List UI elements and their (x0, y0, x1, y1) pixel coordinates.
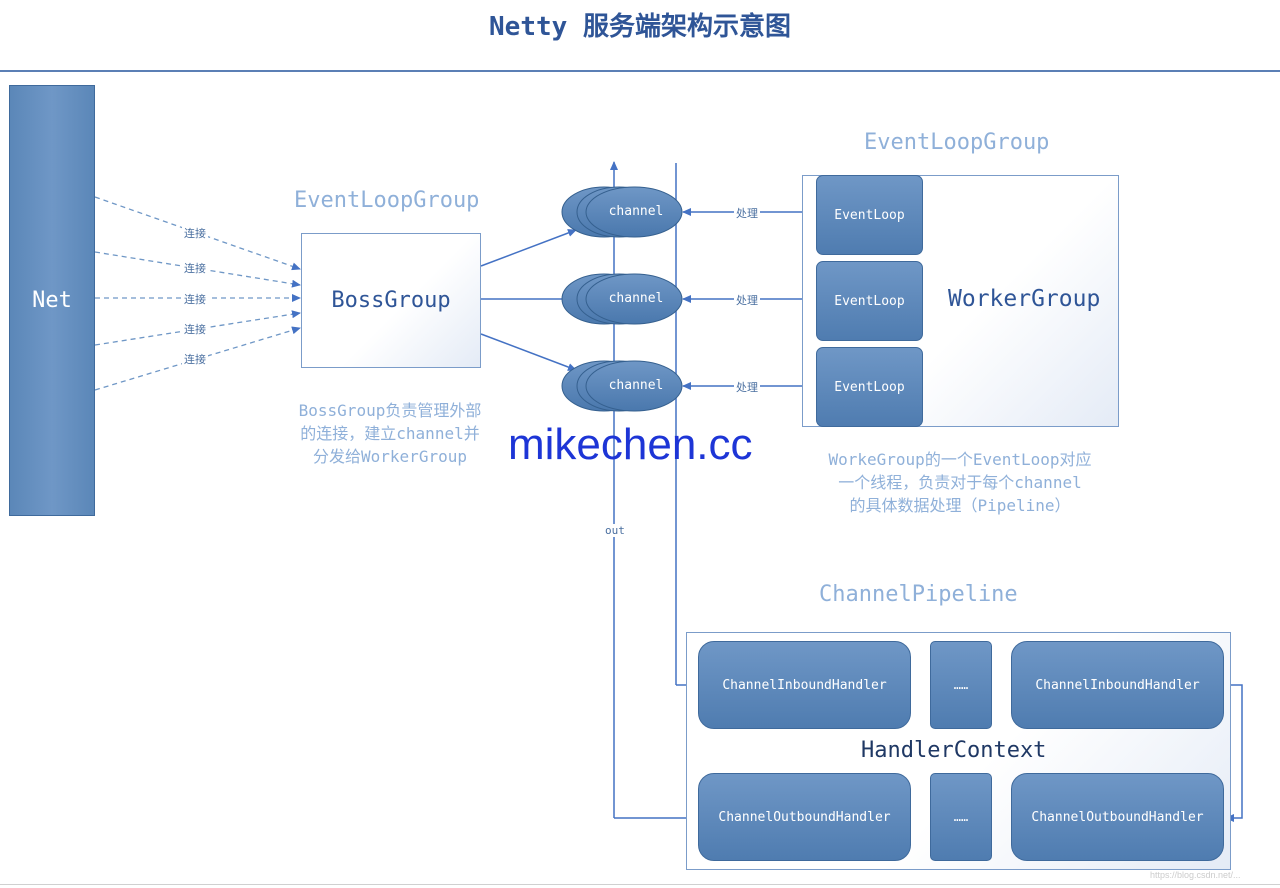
footer-watermark: https://blog.csdn.net/... (1150, 870, 1241, 880)
boss-note-line-3: 分发给WorkerGroup (313, 447, 467, 466)
connect-label-2: 连接 (182, 260, 208, 276)
connect-label-3: 连接 (182, 291, 208, 307)
boss-note-line-2: 的连接，建立channel并 (300, 424, 480, 443)
inbound-handler-2: ChannelInboundHandler (1011, 641, 1224, 729)
event-loop-1: EventLoop (816, 175, 923, 255)
boss-group-label: BossGroup (331, 288, 451, 313)
connect-label-1: 连接 (182, 225, 208, 241)
inbound-ellipsis-box: …… (930, 641, 992, 729)
boss-group-caption: EventLoopGroup (294, 188, 480, 213)
worker-group-caption: EventLoopGroup (864, 130, 1050, 155)
outbound-ellipsis-box: …… (930, 773, 992, 861)
inbound-ellipsis-label: …… (953, 678, 969, 692)
event-loop-label-1: EventLoop (834, 207, 905, 223)
channel-stack-2 (561, 273, 683, 325)
process-label-3: 处理 (734, 379, 760, 395)
inbound-to-outbound-arrow (1224, 684, 1243, 822)
bottom-divider (0, 884, 1280, 885)
inbound-handler-1: ChannelInboundHandler (698, 641, 911, 729)
boss-channel-arrow-3 (480, 333, 577, 371)
outbound-ellipsis-label: …… (953, 810, 969, 824)
worker-group-label: WorkerGroup (948, 286, 1101, 312)
worker-note: WorkeGroup的一个EventLoop对应 一个线程，负责对于每个chan… (800, 448, 1120, 517)
channel-stack-3 (561, 360, 683, 412)
outbound-handler-1: ChannelOutboundHandler (698, 773, 911, 861)
boss-group-box: BossGroup (301, 233, 481, 368)
boss-note-line-1: BossGroup负责管理外部 (298, 401, 482, 420)
inbound-handler-1-label: ChannelInboundHandler (722, 677, 887, 693)
net-box: Net (9, 85, 95, 516)
event-loop-label-3: EventLoop (834, 379, 905, 395)
boss-channel-arrow-1 (480, 229, 577, 267)
channel-label-1: channel (608, 204, 664, 219)
pipeline-caption: ChannelPipeline (819, 582, 1018, 607)
channel-label-2: channel (608, 291, 664, 306)
inbound-handler-2-label: ChannelInboundHandler (1035, 677, 1200, 693)
net-label: Net (32, 288, 72, 313)
handler-context-label: HandlerContext (861, 738, 1047, 763)
worker-note-line-3: 的具体数据处理（Pipeline） (849, 496, 1071, 515)
event-loop-label-2: EventLoop (834, 293, 905, 309)
process-label-2: 处理 (734, 292, 760, 308)
channel-stack-1 (561, 186, 683, 238)
boss-note: BossGroup负责管理外部 的连接，建立channel并 分发给Worker… (272, 399, 508, 468)
outbound-handler-1-label: ChannelOutboundHandler (718, 809, 891, 825)
watermark-text: mikechen.cc (508, 420, 753, 469)
outbound-handler-2: ChannelOutboundHandler (1011, 773, 1224, 861)
channel-label-3: channel (608, 378, 664, 393)
event-loop-3: EventLoop (816, 347, 923, 427)
event-loop-2: EventLoop (816, 261, 923, 341)
title-divider (0, 70, 1280, 72)
out-label: out (603, 524, 627, 537)
connect-label-5: 连接 (182, 351, 208, 367)
connect-label-4: 连接 (182, 321, 208, 337)
worker-note-line-1: WorkeGroup的一个EventLoop对应 (828, 450, 1092, 469)
worker-note-line-2: 一个线程，负责对于每个channel (838, 473, 1082, 492)
outbound-handler-2-label: ChannelOutboundHandler (1031, 809, 1204, 825)
page-title: Netty 服务端架构示意图 (489, 12, 791, 42)
process-label-1: 处理 (734, 205, 760, 221)
